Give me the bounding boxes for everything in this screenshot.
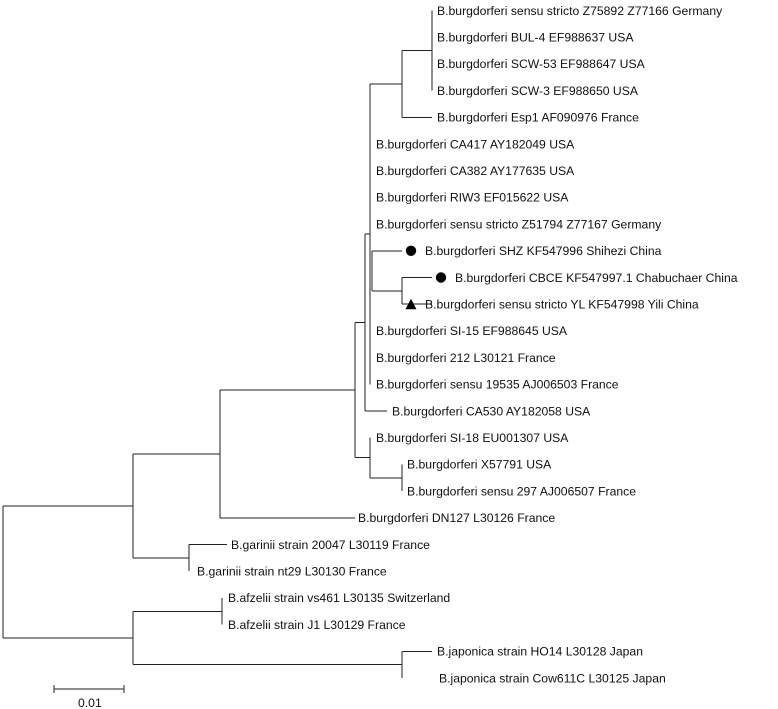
leaf-labels: B.burgdorferi sensu stricto Z75892 Z7716… [197,4,738,685]
tree-branches [2,10,433,678]
leaf-label-l20: B.burgdorferi DN127 L30126 France [358,511,555,525]
leaf-label-l7: B.burgdorferi CA382 AY177635 USA [376,164,575,178]
leaf-label-l26: B.japonica strain Cow611C L30125 Japan [439,671,666,685]
circle-icon-l11 [435,272,447,283]
leaf-label-l11: B.burgdorferi CBCE KF547997.1 Chabuchaer… [455,271,738,285]
triangle-icon-l12 [405,298,417,310]
leaf-label-l5: B.burgdorferi Esp1 AF090976 France [437,111,639,125]
leaf-label-l4: B.burgdorferi SCW-3 EF988650 USA [437,84,639,98]
leaf-markers [405,245,447,310]
leaf-label-l13: B.burgdorferi SI-15 EF988645 USA [376,324,568,338]
scale-bar: 0.01 [53,685,125,709]
leaf-label-l23: B.afzelii strain vs461 L30135 Switzerlan… [228,591,450,605]
leaf-label-l9: B.burgdorferi sensu stricto Z51794 Z7716… [376,217,662,231]
leaf-label-l6: B.burgdorferi CA417 AY182049 USA [376,137,575,151]
scale-bar-label: 0.01 [78,696,102,709]
leaf-label-l14: B.burgdorferi 212 L30121 France [376,351,556,365]
leaf-label-l18: B.burgdorferi X57791 USA [407,458,552,472]
leaf-label-l17: B.burgdorferi SI-18 EU001307 USA [376,431,569,445]
leaf-label-l25: B.japonica strain HO14 L30128 Japan [437,645,643,659]
leaf-label-l24: B.afzelii strain J1 L30129 France [228,618,406,632]
leaf-label-l3: B.burgdorferi SCW-53 EF988647 USA [437,57,646,71]
leaf-label-l21: B.garinii strain 20047 L30119 France [231,538,430,552]
leaf-label-l12: B.burgdorferi sensu stricto YL KF547998 … [425,298,699,312]
leaf-label-l1: B.burgdorferi sensu stricto Z75892 Z7716… [437,4,723,18]
leaf-label-l16: B.burgdorferi CA530 AY182058 USA [392,404,591,418]
circle-icon-l10 [405,245,417,256]
leaf-label-l19: B.burgdorferi sensu 297 AJ006507 France [407,484,636,498]
leaf-label-l10: B.burgdorferi SHZ KF547996 Shihezi China [425,244,662,258]
leaf-label-l15: B.burgdorferi sensu 19535 AJ006503 Franc… [376,378,619,392]
leaf-label-l2: B.burgdorferi BUL-4 EF988637 USA [437,31,634,45]
leaf-label-l8: B.burgdorferi RIW3 EF015622 USA [376,191,569,205]
leaf-label-l22: B.garinii strain nt29 L30130 France [197,565,387,579]
